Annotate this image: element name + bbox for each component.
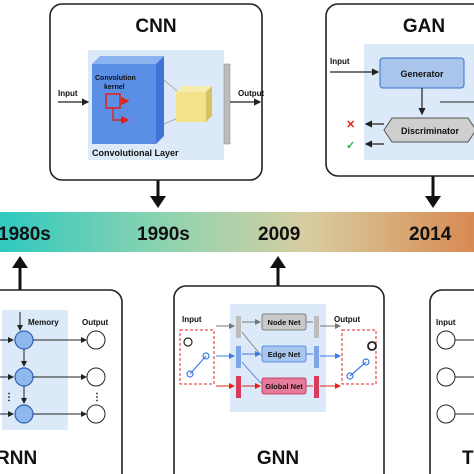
rnn-hidden-node bbox=[14, 367, 34, 387]
gnn-global-output-bar bbox=[314, 376, 319, 398]
gnn-edge-net-label: Edge Net bbox=[268, 350, 301, 359]
connector-gnn-to-timeline bbox=[270, 256, 286, 286]
gnn-input-node bbox=[183, 337, 193, 347]
cnn-kernel-label-1: Convolution bbox=[95, 75, 136, 82]
gnn-node-output-bar bbox=[314, 316, 319, 338]
rnn-output-node bbox=[86, 404, 106, 424]
gnn-output-edge bbox=[349, 361, 367, 377]
rnn-background-panel bbox=[2, 310, 68, 430]
connector-gan-to-timeline bbox=[425, 176, 441, 208]
gan-discriminator-label: Discriminator bbox=[401, 126, 460, 136]
rnn-hidden-node bbox=[14, 330, 34, 350]
rnn-output-node bbox=[86, 367, 106, 387]
gnn-global-net-label: Global Net bbox=[265, 382, 303, 391]
gnn-global-input-bar bbox=[236, 376, 241, 398]
fifth-node bbox=[436, 367, 456, 387]
timeline-label-1980s: 1980s bbox=[0, 224, 51, 245]
gnn-input-graph-frame bbox=[179, 329, 215, 385]
gan-panel: GAN Input Generator Discriminator ✕ ✓ bbox=[325, 3, 474, 177]
cnn-kernel-arrow bbox=[112, 108, 130, 125]
gnn-cross-arrow bbox=[241, 331, 263, 357]
cnn-projection-line bbox=[163, 79, 179, 93]
cnn-output-bar bbox=[223, 63, 231, 145]
cnn-title: CNN bbox=[135, 16, 176, 37]
gnn-panel: Input Output Node Net Edge Net Global Ne… bbox=[173, 285, 385, 474]
connector-rnn-to-timeline bbox=[12, 256, 28, 290]
fifth-title: T bbox=[462, 448, 474, 469]
fifth-node bbox=[436, 330, 456, 350]
fifth-input-label: Input bbox=[436, 318, 456, 327]
rnn-hidden-node bbox=[14, 404, 34, 424]
gnn-edge-input-bar bbox=[236, 346, 241, 368]
gan-accept-icon: ✓ bbox=[346, 140, 355, 152]
gnn-input-label: Input bbox=[182, 315, 202, 324]
timeline-label-2014: 2014 bbox=[409, 224, 452, 245]
timeline-band bbox=[0, 212, 474, 252]
gnn-node-net-label: Node Net bbox=[268, 318, 301, 327]
rnn-ellipsis-right: ⋮ bbox=[92, 392, 102, 403]
gnn-output-graph-frame bbox=[341, 329, 377, 385]
cnn-projection-line bbox=[163, 117, 179, 125]
gan-input-label: Input bbox=[330, 57, 350, 66]
rnn-output-label: Output bbox=[82, 318, 109, 327]
cnn-layer-label: Convolutional Layer bbox=[92, 148, 179, 158]
gnn-title: GNN bbox=[257, 448, 299, 469]
timeline-label-1990s: 1990s bbox=[137, 224, 190, 245]
rnn-memory-label: Memory bbox=[28, 318, 59, 327]
fifth-panel: Input T bbox=[429, 289, 474, 474]
cnn-panel: CNN Convolution kernel Input Output Conv… bbox=[49, 3, 265, 181]
gan-generator-label: Generator bbox=[400, 69, 444, 79]
gan-title: GAN bbox=[403, 16, 445, 37]
cnn-input-label: Input bbox=[58, 89, 78, 98]
connector-cnn-to-timeline bbox=[150, 180, 166, 208]
cnn-output-label: Output bbox=[238, 89, 265, 98]
gan-feedback-line bbox=[440, 101, 474, 103]
timeline-label-2009: 2009 bbox=[258, 224, 300, 245]
rnn-panel: Memory Output ⋮ ⋮ RNN bbox=[0, 289, 123, 474]
gan-reject-icon: ✕ bbox=[346, 119, 355, 131]
rnn-ellipsis-left: ⋮ bbox=[4, 392, 14, 403]
rnn-output-node bbox=[86, 330, 106, 350]
cnn-conv-block bbox=[92, 56, 164, 144]
gnn-input-edge bbox=[189, 355, 207, 375]
gnn-cross-arrow bbox=[241, 361, 263, 385]
cnn-kernel-label-2: kernel bbox=[104, 84, 125, 91]
gnn-edge-output-bar bbox=[314, 346, 319, 368]
fifth-node bbox=[436, 404, 456, 424]
gnn-node-input-bar bbox=[236, 316, 241, 338]
gan-discriminator-block bbox=[383, 117, 474, 143]
gnn-output-label: Output bbox=[334, 315, 361, 324]
rnn-title: RNN bbox=[0, 448, 37, 469]
gnn-output-node bbox=[367, 341, 377, 351]
cnn-feature-block bbox=[176, 86, 212, 122]
